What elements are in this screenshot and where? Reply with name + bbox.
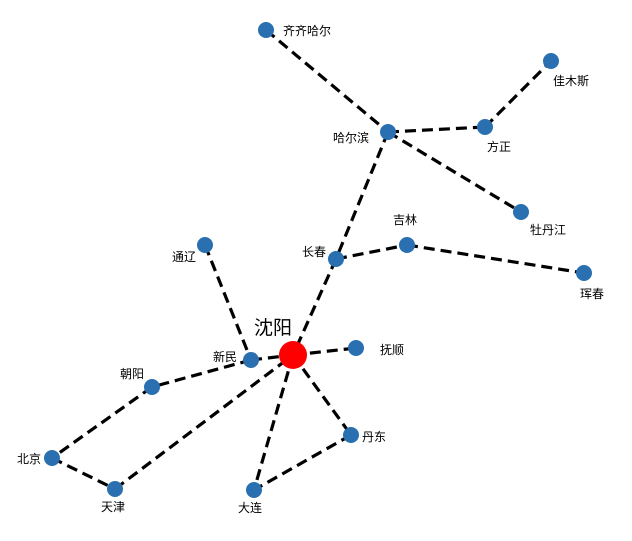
node-label-tianjin: 天津 <box>101 500 125 514</box>
node-label-tongliao: 通辽 <box>172 250 196 264</box>
node-label-chaoyang: 朝阳 <box>120 367 144 381</box>
edge-shenyang-dalian <box>252 354 295 491</box>
node-label-changchun: 长春 <box>302 245 326 259</box>
node-hunchun <box>576 265 592 281</box>
node-label-fushun: 抚顺 <box>380 343 404 357</box>
node-jilin <box>399 237 415 253</box>
edge-beijing-tianjin <box>51 456 116 491</box>
node-label-harbin: 哈尔滨 <box>333 130 369 145</box>
node-label-qiqihar: 齐齐哈尔 <box>283 23 331 38</box>
node-dalian <box>246 482 262 498</box>
edge-xinmin-chaoyang <box>151 358 252 389</box>
edge-chaoyang-beijing <box>51 385 153 460</box>
node-label-jilin: 吉林 <box>393 213 417 227</box>
node-tianjin <box>107 481 123 497</box>
node-label-xinmin: 新民 <box>213 349 237 364</box>
node-chaoyang <box>144 379 160 395</box>
node-label-dandong: 丹东 <box>362 430 386 444</box>
edge-tianjin-shenyang <box>114 353 294 491</box>
edge-harbin-mudanjiang <box>387 130 522 214</box>
edge-tongliao-xinmin <box>203 244 253 361</box>
node-tongliao <box>197 237 213 253</box>
node-fangzheng <box>477 119 493 135</box>
node-label-dalian: 大连 <box>238 500 262 515</box>
node-label-fangzheng: 方正 <box>487 139 511 154</box>
node-harbin <box>380 124 396 140</box>
edge-shenyang-dandong <box>291 354 353 436</box>
node-dandong <box>343 427 359 443</box>
node-mudanjiang <box>513 204 529 220</box>
edge-harbin-changchun <box>334 131 390 260</box>
node-label-mudanjiang: 牡丹江 <box>530 222 566 237</box>
node-label-beijing: 北京 <box>17 452 41 466</box>
node-fushun <box>348 340 364 356</box>
node-xinmin <box>243 352 259 368</box>
edge-harbin-fangzheng <box>387 125 486 134</box>
node-jiamusi <box>543 53 559 69</box>
node-beijing <box>44 450 60 466</box>
edge-jilin-hunchun <box>406 243 585 275</box>
node-label-shenyang: 沈阳 <box>254 317 292 339</box>
edge-changchun-shenyang <box>291 258 338 356</box>
node-label-jiamusi: 佳木斯 <box>553 74 589 88</box>
edge-dandong-dalian <box>253 433 352 492</box>
edge-qiqihar-harbin <box>264 28 390 134</box>
node-changchun <box>328 251 344 267</box>
node-shenyang <box>279 341 307 369</box>
node-qiqihar <box>258 22 274 38</box>
node-label-hunchun: 珲春 <box>580 287 604 301</box>
edge-fangzheng-jiamusi <box>483 59 553 129</box>
edge-changchun-jilin <box>335 243 408 261</box>
